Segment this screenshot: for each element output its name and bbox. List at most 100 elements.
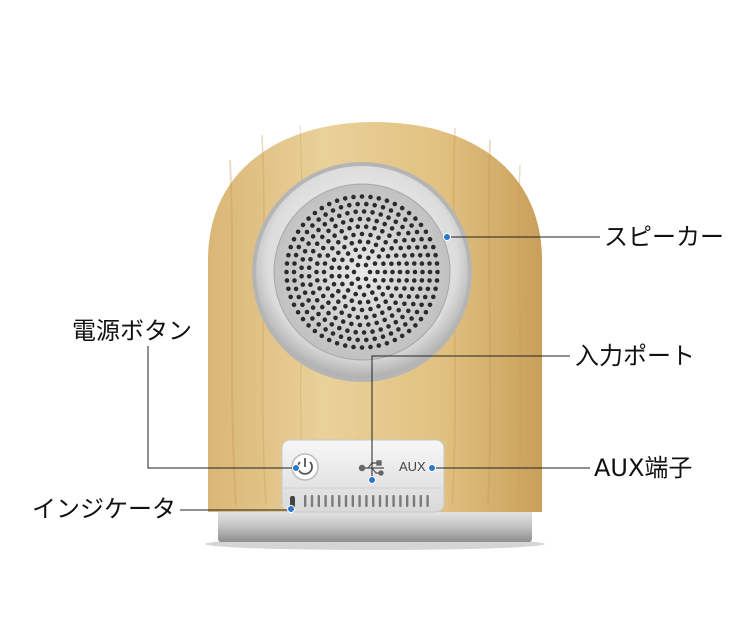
grille-hole	[288, 244, 294, 250]
grille-hole	[372, 225, 377, 231]
grille-hole	[357, 239, 363, 244]
grille-hole	[417, 286, 423, 292]
grille-hole	[366, 322, 371, 327]
grille-hole	[286, 286, 291, 292]
grille-hole	[284, 261, 290, 266]
dot-speaker	[443, 233, 451, 241]
grille-hole	[331, 281, 337, 287]
grille-hole	[340, 281, 345, 287]
grille-hole	[386, 324, 391, 329]
grille-hole	[319, 205, 325, 211]
grille-hole	[349, 217, 354, 223]
grille-hole	[382, 269, 388, 275]
grille-hole	[406, 308, 411, 314]
grille-hole	[343, 303, 348, 309]
grille-hole	[337, 265, 342, 271]
vent-slot	[385, 495, 388, 507]
grille-hole	[345, 251, 351, 256]
grille-hole	[321, 245, 326, 251]
grille-hole	[365, 299, 371, 305]
grille-hole	[342, 244, 347, 250]
grille-hole	[393, 253, 399, 258]
grille-hole	[306, 216, 311, 221]
grille-hole	[363, 315, 369, 320]
grille-hole	[363, 276, 369, 282]
grille-hole	[306, 241, 311, 246]
grille-hole	[380, 205, 386, 210]
grille-hole	[393, 219, 399, 225]
grille-hole	[330, 246, 335, 251]
grille-hole	[332, 306, 337, 311]
grille-hole	[340, 319, 346, 324]
grille-hole	[326, 337, 332, 343]
grille-hole	[333, 315, 338, 321]
grille-hole	[435, 269, 440, 275]
grille-hole	[292, 261, 297, 266]
grille-hole	[404, 261, 410, 266]
grille-hole	[351, 232, 356, 238]
grille-hole	[411, 301, 416, 307]
grille-hole	[299, 265, 304, 271]
grille-hole	[347, 225, 352, 231]
grille-hole	[357, 254, 363, 259]
grille-hole	[393, 286, 399, 291]
grille-hole	[349, 258, 355, 263]
grille-hole	[434, 278, 440, 283]
grille-hole	[433, 286, 438, 292]
grille-hole	[366, 255, 371, 261]
grille-hole	[355, 262, 361, 268]
grille-hole	[329, 322, 335, 327]
grille-hole	[409, 223, 414, 228]
indicator-light	[290, 496, 295, 508]
grille-hole	[304, 229, 310, 235]
grille-hole	[412, 269, 418, 275]
grille-hole	[427, 236, 433, 242]
grille-hole	[314, 298, 320, 303]
grille-hole	[402, 286, 407, 291]
vent-slot	[378, 495, 382, 507]
grille-hole	[412, 278, 417, 283]
grille-hole	[382, 221, 388, 227]
label-indicator: インジケータ	[32, 495, 176, 523]
usb-icon[interactable]	[358, 460, 385, 476]
grille-hole	[390, 269, 395, 275]
grille-hole	[378, 212, 384, 217]
grille-hole	[314, 269, 319, 275]
vent-slot	[358, 495, 361, 507]
grille-hole	[385, 285, 391, 291]
grille-hole	[363, 262, 369, 268]
grille-hole	[296, 294, 302, 300]
grille-hole	[329, 265, 335, 271]
grille-hole	[319, 333, 325, 339]
vent-slot	[338, 495, 341, 507]
grille-hole	[398, 245, 404, 251]
grille-hole	[389, 246, 395, 251]
grille-hole	[333, 223, 338, 229]
grille-hole	[363, 224, 369, 229]
label-aux-port: AUX端子	[594, 454, 693, 482]
grille-hole	[376, 303, 381, 309]
grille-hole	[306, 274, 312, 279]
grille-hole	[427, 278, 432, 283]
grille-hole	[376, 343, 382, 348]
grille-hole	[339, 310, 345, 316]
vent-slot	[324, 495, 327, 507]
grille-hole	[400, 314, 405, 320]
callout-line-input	[371, 355, 570, 480]
grille-hole	[355, 224, 361, 229]
grille-hole	[368, 232, 373, 238]
grille-hole	[425, 286, 431, 292]
grille-hole	[353, 291, 359, 297]
grille-hole	[396, 231, 402, 237]
grille-hole	[413, 216, 418, 221]
callout-dots	[287, 233, 451, 513]
grille-hole	[387, 233, 392, 238]
grille-hole	[359, 307, 365, 313]
grille-hole	[396, 327, 401, 332]
grille-hole	[372, 336, 378, 342]
grille-hole	[396, 307, 402, 313]
grille-hole	[306, 323, 311, 328]
grille-hole	[302, 290, 308, 296]
grille-hole	[396, 278, 402, 283]
